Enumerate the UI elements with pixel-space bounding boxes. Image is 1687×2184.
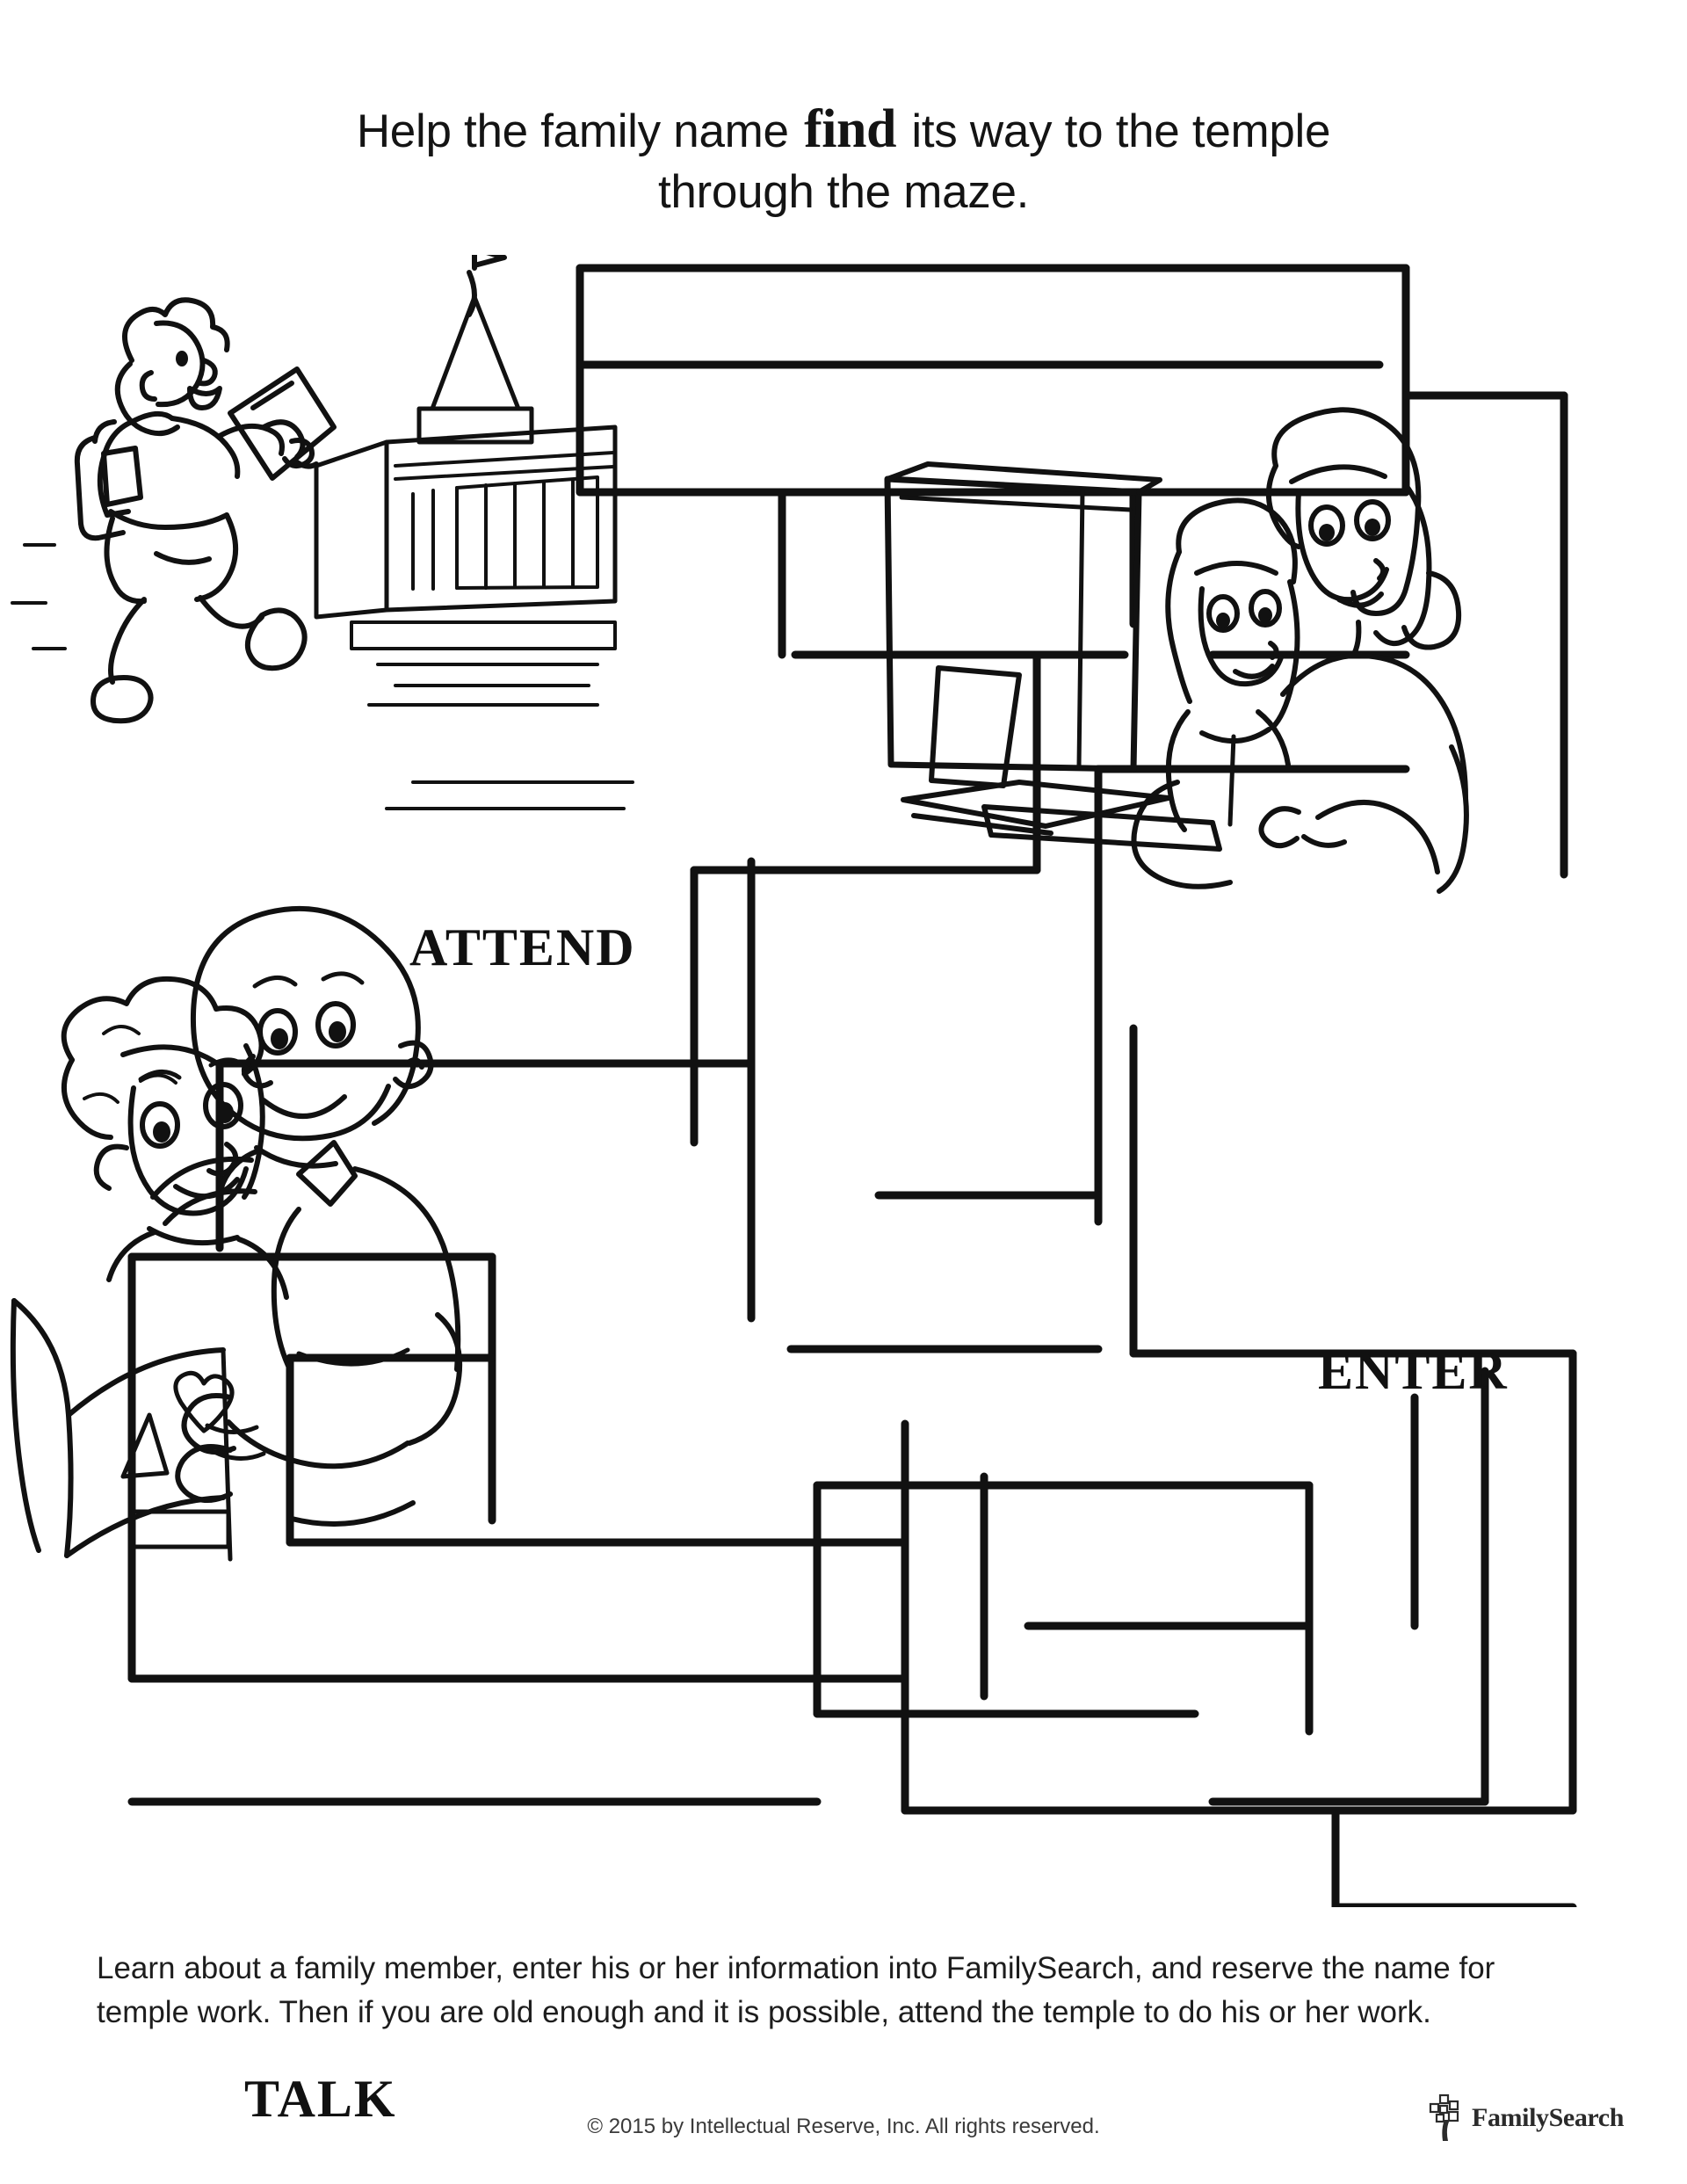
family-tree-icon [1429, 2093, 1459, 2141]
label-enter: ENTER [1318, 1342, 1509, 1400]
title-line-1: Help the family name find its way to the… [0, 95, 1687, 163]
page-title: Help the family name find its way to the… [0, 95, 1687, 222]
copyright-notice: © 2015 by Intellectual Reserve, Inc. All… [587, 2115, 1100, 2138]
maze-walls [127, 264, 1577, 1907]
title-line-2: through the maze. [657, 166, 1030, 219]
title-text-before: Help the family name [356, 105, 789, 157]
familysearch-wordmark: FamilySearch [1472, 2103, 1624, 2132]
label-attend: ATTEND [409, 918, 636, 976]
maze-artboard: ATTEND ENTER TALK [0, 255, 1687, 2128]
instruction-paragraph: Learn about a family member, enter his o… [97, 1951, 1495, 2029]
title-emphasis-find: find [804, 99, 896, 159]
label-talk: TALK [244, 2070, 397, 2128]
familysearch-logo: FamilySearch [1428, 2093, 1624, 2143]
title-text-after: its way to the temple [911, 105, 1331, 157]
